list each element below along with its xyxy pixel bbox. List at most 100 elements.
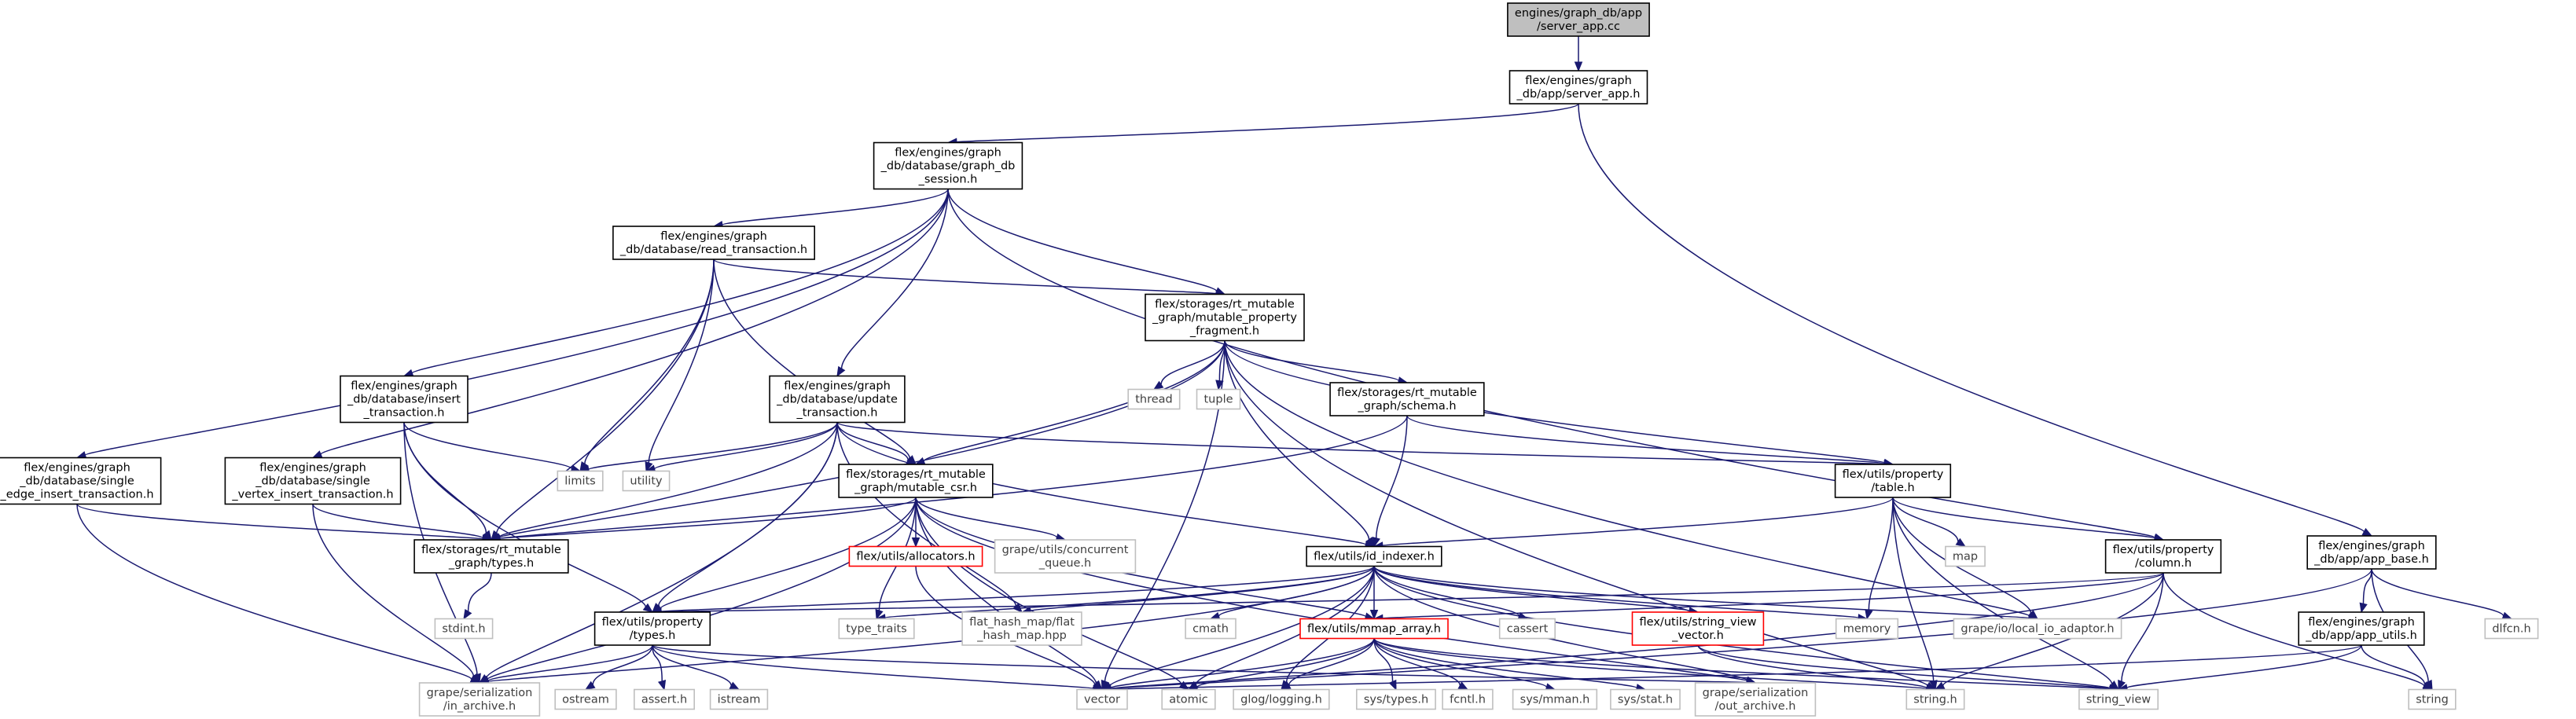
node-box-rt_types [413, 539, 569, 574]
edge-schema-to-id_indexer [1375, 415, 1408, 538]
node-vector[interactable]: vector [1076, 688, 1128, 710]
edge-mmap_array-to-atomic [1196, 638, 1375, 688]
edge-mutable_csr-to-concurrent_queue [915, 497, 1058, 538]
edge-prop_types-to-assert_h [652, 644, 663, 681]
node-label: flex/storages/rt_mutable [1155, 299, 1295, 311]
node-table[interactable]: flex/utils/property/table.h [1834, 464, 1952, 498]
node-label: _vertex_insert_transaction.h [231, 489, 393, 501]
node-local_io_adaptor[interactable]: grape/io/local_io_adaptor.h [1953, 618, 2122, 640]
edge-mmap_array-to-fcntl [1373, 638, 1461, 686]
edge-id_indexer-to-prop_types [660, 565, 1375, 613]
node-box-string_h [1905, 688, 1965, 710]
node-istream[interactable]: istream [709, 688, 769, 710]
node-box-cassert [1498, 618, 1556, 640]
node-in_archive[interactable]: grape/serialization/in_archive.h [418, 682, 541, 717]
node-sys_types[interactable]: sys/types.h [1356, 688, 1436, 710]
node-box-single_edge_insert [0, 457, 162, 505]
node-atomic[interactable]: atomic [1161, 688, 1216, 710]
edge-id_indexer-to-atomic [1195, 566, 1375, 685]
node-single_vertex_insert[interactable]: flex/engines/graph_db/database/single_ve… [224, 457, 402, 505]
node-label: utility [630, 475, 663, 488]
node-update_transaction[interactable]: flex/engines/graph_db/database/update_tr… [769, 375, 906, 424]
node-tuple[interactable]: tuple [1196, 388, 1241, 410]
node-mmap_array[interactable]: flex/utils/mmap_array.h [1299, 618, 1449, 640]
node-limits[interactable]: limits [557, 470, 604, 492]
node-out_archive[interactable]: grape/serialization/out_archive.h [1694, 682, 1817, 717]
node-schema[interactable]: flex/storages/rt_mutable_graph/schema.h [1329, 382, 1485, 416]
node-box-concurrent_queue [994, 539, 1137, 574]
node-string_view[interactable]: string_view [2078, 688, 2159, 710]
node-label: _queue.h [1038, 557, 1091, 570]
edge-graph_db_session-to-mutable_property_fragment [947, 189, 1218, 292]
node-mutable_csr[interactable]: flex/storages/rt_mutable_graph/mutable_c… [838, 464, 994, 498]
node-graph_db_session[interactable]: flex/engines/graph_db/database/graph_db_… [873, 141, 1023, 190]
node-box-server_app_h [1508, 70, 1648, 105]
node-read_transaction[interactable]: flex/engines/graph_db/database/read_tran… [612, 226, 816, 260]
node-box-cmath [1185, 618, 1237, 640]
node-prop_types[interactable]: flex/utils/property/types.h [593, 611, 711, 646]
node-box-prop_types [593, 611, 711, 646]
node-column[interactable]: flex/utils/property/column.h [2104, 539, 2222, 574]
node-box-limits [557, 470, 604, 492]
edge-table-to-column [1892, 497, 2155, 540]
node-box-mutable_csr [838, 464, 994, 498]
node-thread[interactable]: thread [1127, 388, 1181, 410]
node-cassert[interactable]: cassert [1498, 618, 1556, 640]
node-label: flex/utils/mmap_array.h [1307, 623, 1441, 636]
node-single_edge_insert[interactable]: flex/engines/graph_db/database/single_ed… [0, 457, 162, 505]
node-fcntl[interactable]: fcntl.h [1442, 688, 1494, 710]
node-label: /server_app.cc [1537, 20, 1620, 33]
node-assert_h[interactable]: assert.h [633, 688, 695, 710]
edge-schema-to-rt_types [499, 415, 1408, 540]
edge-mutable_property_fragment-to-local_io_adaptor [1224, 340, 2030, 617]
node-dlfcn[interactable]: dlfcn.h [2484, 618, 2539, 640]
node-box-mutable_property_fragment [1145, 293, 1305, 342]
node-rt_types[interactable]: flex/storages/rt_mutable_graph/types.h [413, 539, 569, 574]
node-sys_mman[interactable]: sys/mman.h [1512, 688, 1598, 710]
node-label: _graph/mutable_property [1152, 312, 1297, 325]
edge-graph_db_session-to-insert_transaction [411, 189, 949, 374]
node-cmath[interactable]: cmath [1185, 618, 1237, 640]
node-stdint[interactable]: stdint.h [434, 618, 494, 640]
edge-mutable_property_fragment-to-id_indexer [1224, 340, 1370, 540]
node-type_traits[interactable]: type_traits [838, 618, 915, 640]
node-allocators[interactable]: flex/utils/allocators.h [848, 545, 983, 567]
node-label: cassert [1507, 623, 1549, 636]
arrowhead-mmap_array-to-sys_types [1388, 679, 1397, 691]
node-ostream[interactable]: ostream [554, 688, 617, 710]
edge-id_indexer-to-vector [1109, 566, 1375, 687]
node-server_app_h[interactable]: flex/engines/graph_db/app/server_app.h [1508, 70, 1648, 105]
node-string_view_vector[interactable]: flex/utils/string_view_vector.h [1631, 611, 1765, 646]
node-id_indexer[interactable]: flex/utils/id_indexer.h [1306, 545, 1442, 567]
node-concurrent_queue[interactable]: grape/utils/concurrent_queue.h [994, 539, 1137, 574]
arrowhead-graph_db_session-to-update_transaction [836, 365, 846, 377]
node-memory[interactable]: memory [1835, 618, 1899, 640]
node-map[interactable]: map [1945, 545, 1986, 567]
node-mutable_property_fragment[interactable]: flex/storages/rt_mutable_graph/mutable_p… [1145, 293, 1305, 342]
node-label: memory [1843, 623, 1891, 636]
edge-mmap_array-to-sys_stat [1373, 638, 1637, 689]
edge-update_transaction-to-utility [653, 422, 838, 470]
node-label: cmath [1192, 623, 1229, 636]
edge-prop_types-to-istream [652, 644, 732, 686]
arrowhead-graph_db_session-to-single_vertex_insert [311, 450, 323, 459]
node-app_base[interactable]: flex/engines/graph_db/app/app_base.h [2306, 535, 2437, 570]
edge-mmap_array-to-vector [1110, 638, 1375, 689]
node-sys_stat[interactable]: sys/stat.h [1610, 688, 1681, 710]
node-glog[interactable]: glog/logging.h [1233, 688, 1330, 710]
node-app_utils[interactable]: flex/engines/graph_db/app/app_utils.h [2298, 611, 2425, 646]
node-box-sys_mman [1512, 688, 1598, 710]
edge-prop_types-to-out_archive [652, 644, 1747, 684]
node-string[interactable]: string [2408, 688, 2457, 710]
node-label: _graph/types.h [448, 557, 534, 570]
node-utility[interactable]: utility [622, 470, 671, 492]
node-label: istream [718, 694, 761, 706]
edge-read_transaction-to-mutable_property_fragment [713, 259, 1217, 295]
node-flat_hash_map[interactable]: flat_hash_map/flat_hash_map.hpp [961, 611, 1082, 646]
node-box-sys_types [1356, 688, 1436, 710]
node-string_h[interactable]: string.h [1905, 688, 1965, 710]
node-box-schema [1329, 382, 1485, 416]
edge-id_indexer-to-out_archive [1373, 566, 1748, 681]
node-insert_transaction[interactable]: flex/engines/graph_db/database/insert_tr… [340, 375, 469, 424]
node-label: map [1953, 551, 1978, 563]
